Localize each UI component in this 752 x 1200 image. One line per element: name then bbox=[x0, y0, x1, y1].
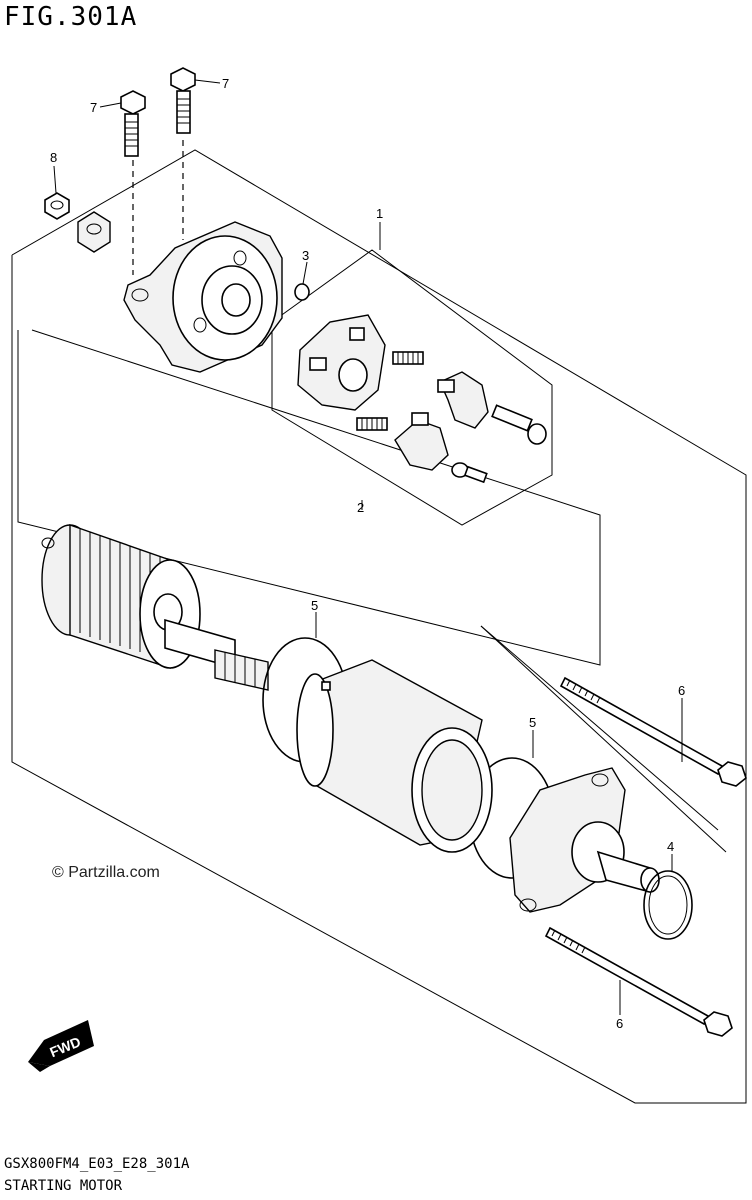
callout-5a: 5 bbox=[311, 598, 318, 613]
callout-8: 8 bbox=[50, 150, 57, 165]
figure-code: GSX800FM4_E03_E28_301A bbox=[4, 1156, 190, 1172]
brush-terminal-lower bbox=[394, 412, 449, 471]
leader-7a bbox=[99, 102, 122, 108]
yoke-housing bbox=[296, 659, 493, 853]
through-bolt-6-lower bbox=[544, 926, 733, 1037]
castle-nut bbox=[77, 211, 111, 253]
drive-end-cover bbox=[509, 767, 660, 913]
brush-spring-lower bbox=[356, 417, 388, 431]
figure-name: STARTING MOTOR bbox=[4, 1178, 123, 1194]
o-ring-4 bbox=[643, 870, 693, 940]
callout-7b: 7 bbox=[222, 76, 229, 91]
partzilla-watermark: © Partzilla.com bbox=[52, 864, 160, 881]
callout-1: 1 bbox=[376, 206, 383, 221]
armature-2 bbox=[41, 524, 269, 691]
brush-holder-plate bbox=[297, 314, 386, 411]
figure-title: FIG.301A bbox=[4, 2, 138, 32]
bolt-guide-line-b bbox=[480, 625, 727, 853]
brush-holder-box bbox=[271, 249, 553, 526]
o-ring-4-inner bbox=[648, 875, 688, 935]
callout-6a: 6 bbox=[678, 683, 685, 698]
brush-terminal-upper bbox=[437, 371, 489, 429]
leader-8 bbox=[53, 165, 57, 194]
callout-4: 4 bbox=[667, 839, 674, 854]
callout-5b: 5 bbox=[529, 715, 536, 730]
washer-3 bbox=[294, 283, 310, 301]
callout-2: 2 bbox=[357, 500, 364, 515]
terminal-bolt bbox=[491, 404, 547, 445]
bolt-guide-line-a bbox=[480, 625, 719, 831]
leader-7b bbox=[194, 79, 221, 84]
assembly-outline-1 bbox=[11, 149, 747, 1104]
terminal-screw bbox=[451, 462, 488, 484]
bolt-7-left bbox=[120, 90, 146, 157]
through-bolt-6-upper bbox=[559, 676, 747, 787]
brush-spring-upper bbox=[392, 351, 424, 365]
callout-7a: 7 bbox=[90, 100, 97, 115]
callout-3: 3 bbox=[302, 248, 309, 263]
leader-3 bbox=[302, 261, 308, 285]
end-cover bbox=[123, 221, 283, 373]
nut-8 bbox=[44, 192, 70, 220]
bolt-7-right bbox=[170, 67, 196, 134]
callout-6b: 6 bbox=[616, 1016, 623, 1031]
fwd-arrow-icon: FWD bbox=[28, 1020, 94, 1072]
